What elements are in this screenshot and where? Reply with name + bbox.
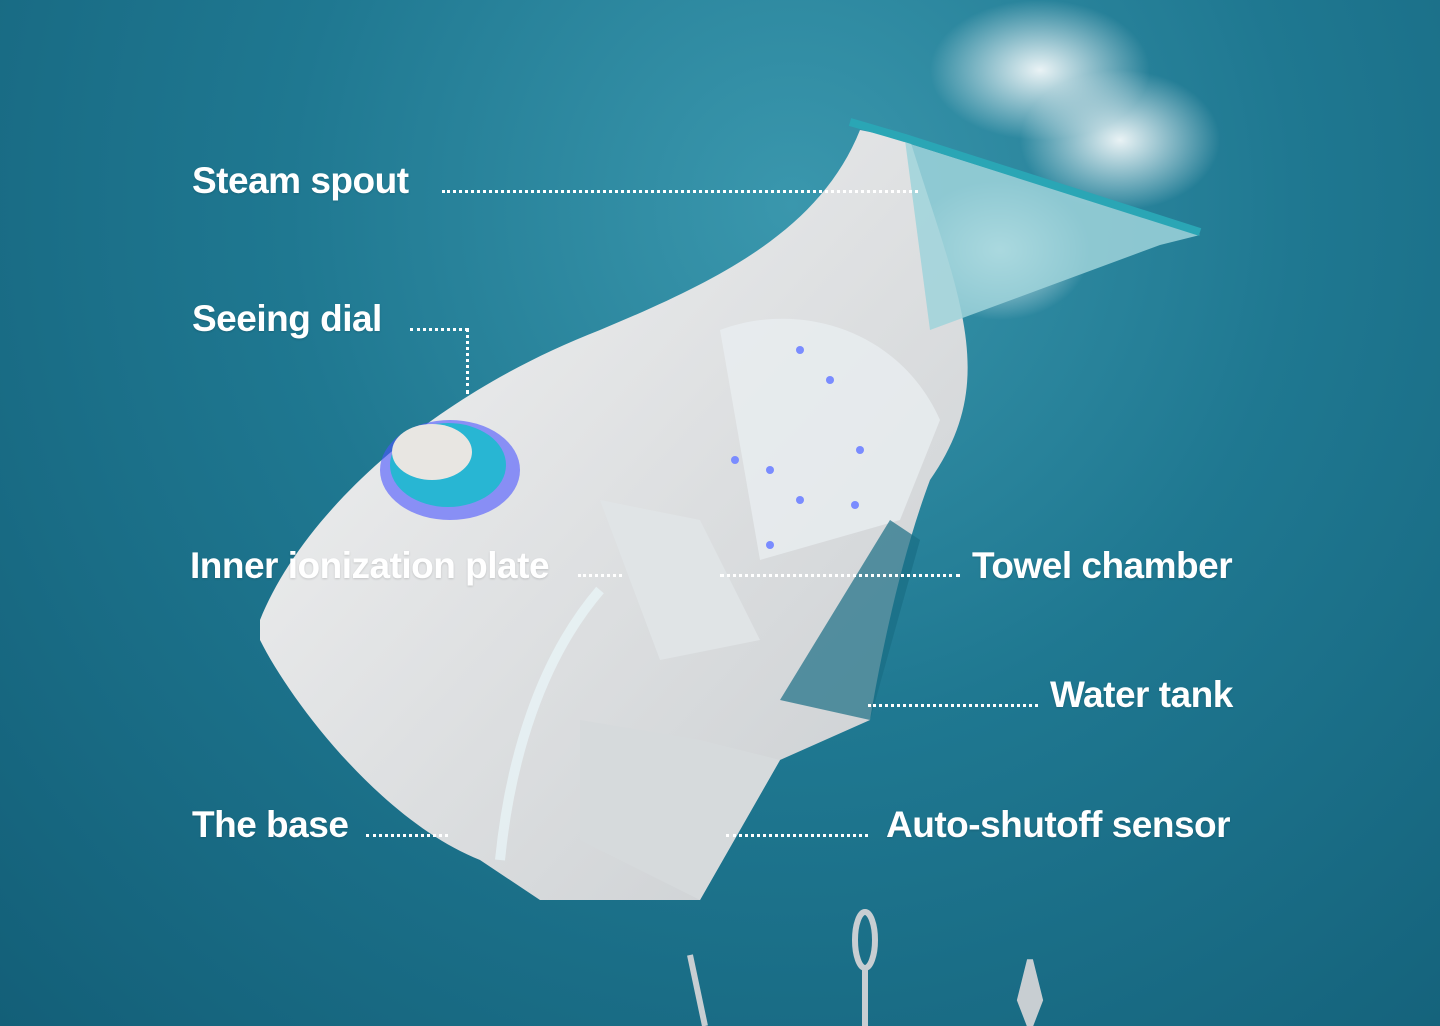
label-base: The base <box>192 804 349 845</box>
steamer-body <box>260 118 1202 900</box>
leader-setting-dial <box>410 328 468 331</box>
ion-dots <box>731 346 864 549</box>
leader-water-tank <box>868 704 1038 707</box>
label-steam-spout: Steam spout <box>192 160 409 201</box>
leader-towel-chamber <box>720 574 960 577</box>
leader-setting-dial-vertical <box>466 328 469 394</box>
label-auto-shutoff: Auto-shutoff sensor <box>886 804 1231 845</box>
leader-base <box>366 834 448 837</box>
label-water-tank: Water tank <box>1050 674 1233 715</box>
setting-dial <box>380 420 520 520</box>
extractor-tools <box>687 909 1044 1026</box>
label-towel-chamber: Towel chamber <box>972 545 1233 586</box>
label-ionization-plate: Inner ionization plate <box>190 545 550 586</box>
leader-auto-shutoff <box>726 834 868 837</box>
water-splash <box>495 586 604 861</box>
label-setting-dial: Seeing dial <box>192 298 382 339</box>
leader-ionization-plate <box>578 574 622 577</box>
leader-steam-spout <box>442 190 918 193</box>
